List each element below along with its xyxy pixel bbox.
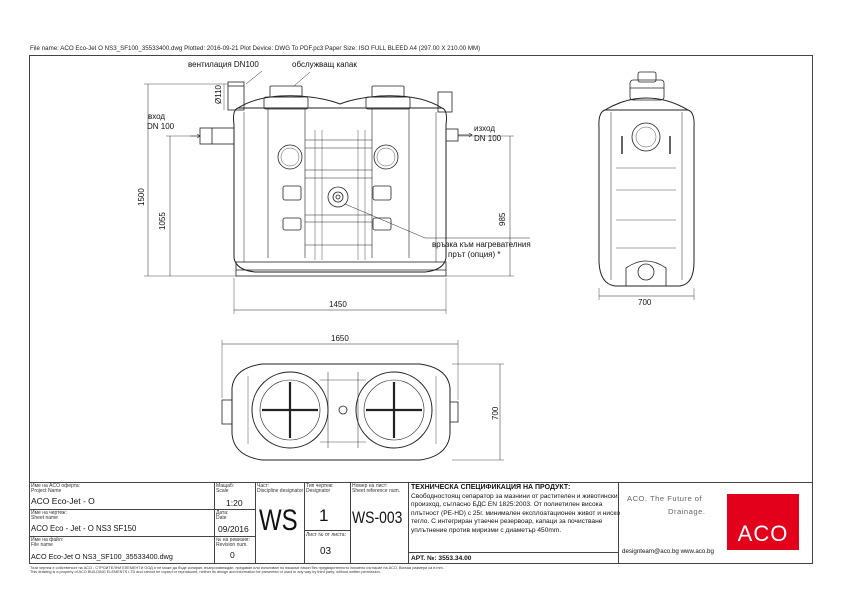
spec-body: Свободностоящ сепаратор за мазнини от ра… xyxy=(411,493,620,534)
drawing-frame xyxy=(29,55,813,564)
inlet-dn-label: DN 100 xyxy=(147,122,175,131)
discipline-label-en: Discipline designator xyxy=(257,488,304,494)
outlet-dn-label: DN 100 xyxy=(474,134,502,143)
sheets-value: 03 xyxy=(320,546,332,557)
file-name-label-en: File name xyxy=(31,542,53,548)
disclaimer-line-2: This drawing is a property of ACO BUILDI… xyxy=(30,570,381,575)
dim-d110: Ø110 xyxy=(214,85,223,104)
discipline-value: WS xyxy=(259,504,298,537)
front-view xyxy=(144,70,530,314)
designator-label-en: Designator xyxy=(306,488,331,494)
sheet-ref-value: WS-003 xyxy=(352,508,403,527)
sheet-ref-label: Номер на лист: xyxy=(352,483,388,489)
plan-view xyxy=(221,340,504,461)
project-name-value: ACO Eco-Jet - O xyxy=(31,496,95,506)
sheet-name-label-en: Sheet name xyxy=(31,515,58,521)
title-block xyxy=(29,482,813,564)
dim-1055: 1055 xyxy=(158,212,167,230)
dim-700-plan: 700 xyxy=(491,406,500,420)
side-view xyxy=(598,71,695,300)
date-label-en: Date xyxy=(216,515,227,521)
heater-option-label: прът (опция) * xyxy=(448,250,501,259)
disclaimer-line-1: Този чертеж е собственост на ACO - СТРОИ… xyxy=(30,566,444,570)
designator-label: Тип чертеж: xyxy=(306,483,334,489)
project-name-label-en: Project Name xyxy=(31,488,62,494)
file-info-header: File name: ACO Eco-Jet O NS3_SF100_35533… xyxy=(30,45,481,52)
outlet-label: изход xyxy=(474,124,495,133)
revision-label: № на ревизия: xyxy=(216,537,250,543)
dim-985: 985 xyxy=(498,212,507,226)
article-number: АРТ. №: 3553.34.00 xyxy=(411,555,472,562)
spec-title: ТЕХНИЧЕСКА СПЕЦИФИКАЦИЯ НА ПРОДУКТ: xyxy=(411,484,571,491)
revision-value: 0 xyxy=(230,550,235,560)
dim-700-side: 700 xyxy=(638,298,652,307)
date-label: Дата: xyxy=(216,510,229,516)
dim-1500: 1500 xyxy=(137,188,146,206)
heater-connection-label: връзка към нагревателния xyxy=(432,240,531,249)
contact-info: designteam@aco.bg www.aco.bg xyxy=(622,548,714,555)
tagline-line-2: Drainage. xyxy=(668,507,706,516)
scale-label: Мащаб: xyxy=(216,483,235,489)
scale-value: 1:20 xyxy=(226,498,243,508)
disclaimer: Този чертеж е собственост на ACO - СТРОИ… xyxy=(30,566,444,575)
sheet-name-label: Име на чертеж: xyxy=(31,510,67,516)
project-name-label: Име на ACO оферта: xyxy=(31,483,81,489)
ventilation-label: вентилация DN100 xyxy=(188,60,259,69)
service-cover-label: обслужващ капак xyxy=(292,60,357,69)
revision-label-en: Revision num. xyxy=(216,542,248,548)
dim-1650: 1650 xyxy=(331,334,349,343)
sheets-label: Лист № от листа: xyxy=(306,532,346,538)
file-name-label: Име на файл: xyxy=(31,537,64,543)
scale-label-en: Scale xyxy=(216,488,229,494)
sheet-ref-label-en: Sheet reference num. xyxy=(352,488,401,494)
aco-logo: ACO xyxy=(727,494,799,550)
dim-1450: 1450 xyxy=(329,300,347,309)
date-value: 09/2016 xyxy=(218,524,249,534)
inlet-label: вход xyxy=(148,112,166,121)
file-name-value: ACO Eco-Jet O NS3_SF100_35533400.dwg xyxy=(31,552,173,561)
sheet-name-value: ACO Eco - Jet - O NS3 SF150 xyxy=(31,524,137,533)
discipline-label: Част: xyxy=(257,483,270,489)
designator-value: 1 xyxy=(319,506,329,525)
tagline-line-1: ACO. The Future of xyxy=(627,494,703,503)
